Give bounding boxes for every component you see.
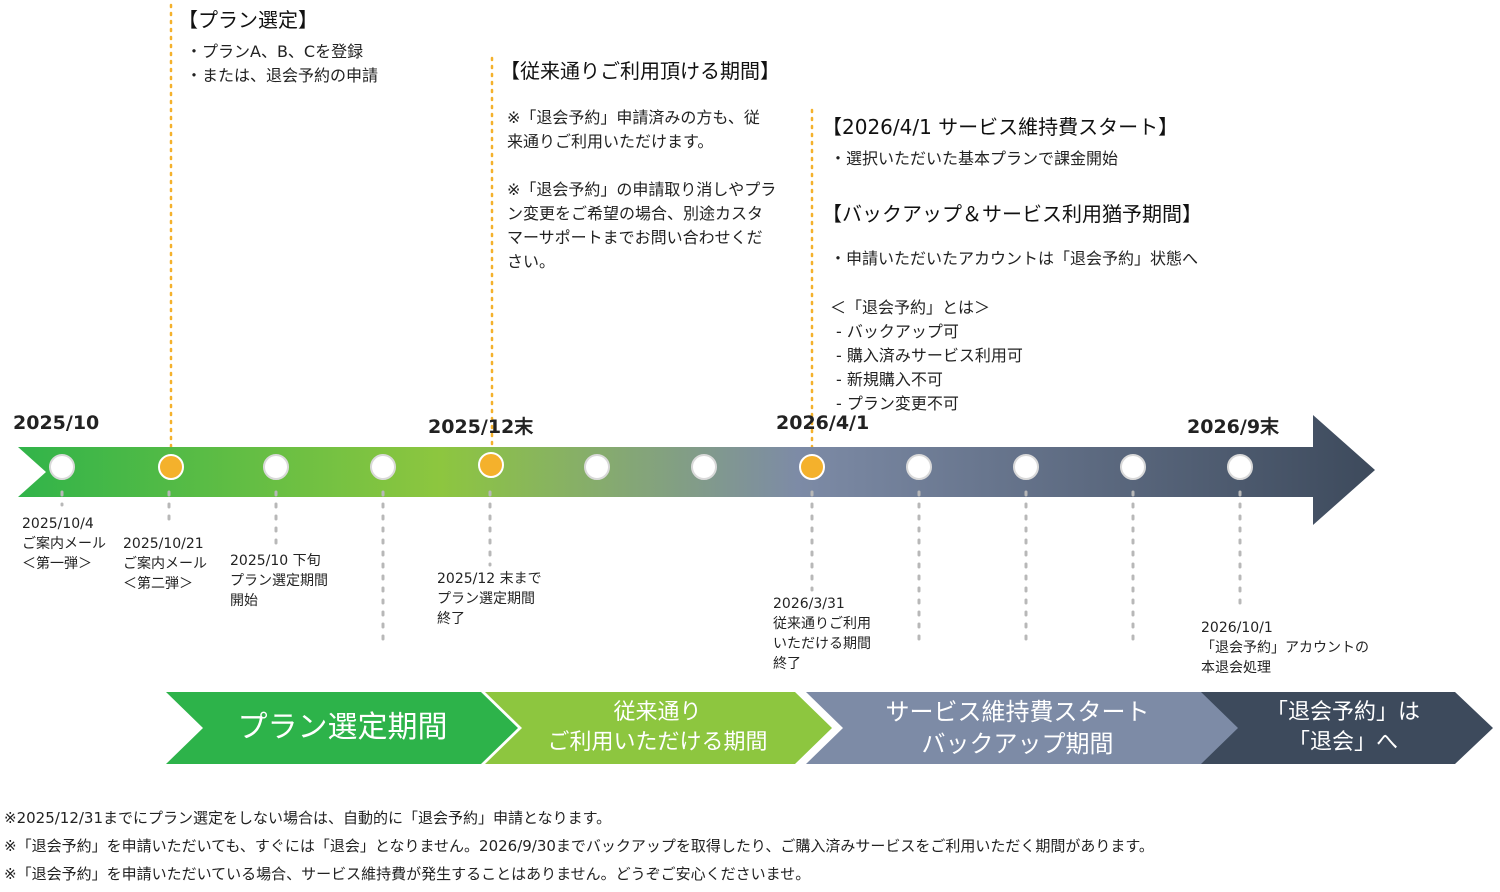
date-label-2025-12-end: 2025/12末 <box>428 416 534 438</box>
date-label-2026-9-end: 2026/9末 <box>1187 416 1280 438</box>
annotation-continue-end: 2026/3/31 従来通りご利用 いただける期間 終了 <box>773 596 871 672</box>
node-3 <box>370 454 396 480</box>
phase-label-maintenance: サービス維持費スタート バックアップ期間 <box>885 698 1150 758</box>
annotation-mail-2: 2025/10/21 ご案内メール ＜第二弾＞ <box>123 536 207 592</box>
annotation-plan-start: 2025/10 下旬 プラン選定期間 開始 <box>230 553 328 609</box>
date-label-2025-10: 2025/10 <box>13 412 100 434</box>
phase-chevron-4 <box>1201 692 1493 764</box>
node-11 <box>1227 454 1253 480</box>
phase-label-continue: 従来通り ご利用いただける期間 <box>547 700 768 755</box>
date-label-2026-4-1: 2026/4/1 <box>776 412 870 434</box>
footnote-3: ※「退会予約」を申請いただいている場合、サービス維持費が発生することはありません… <box>4 865 811 883</box>
node-8 <box>906 454 932 480</box>
node-6 <box>691 454 717 480</box>
definition-item-1: - バックアップ可 <box>836 322 959 341</box>
node-7-highlight <box>799 454 825 480</box>
node-5 <box>584 454 610 480</box>
node-4-highlight <box>478 452 504 478</box>
backup-section-title: 【バックアップ＆サービス利用猶予期間】 <box>822 202 1202 226</box>
definition-title: ＜「退会予約」とは＞ <box>830 298 991 317</box>
continue-note-1: ※「退会予約」申請済みの方も、従 来通りご利用いただけます。 <box>507 108 760 151</box>
plan-line-2: ・または、退会予約の申請 <box>186 66 379 85</box>
continue-section-title: 【従来通りご利用頂ける期間】 <box>500 59 780 83</box>
plan-line-1: ・プランA、B、Cを登録 <box>186 42 364 61</box>
phase-chevron-1 <box>166 692 518 764</box>
backup-line: ・申請いただいたアカウントは「退会予約」状態へ <box>830 249 1199 268</box>
phase-chevron-3 <box>806 692 1241 764</box>
annotation-plan-end: 2025/12 末まで プラン選定期間 終了 <box>437 571 542 627</box>
definition-item-4: - プラン変更不可 <box>836 394 959 413</box>
continue-note-2: ※「退会予約」の申請取り消しやプラ ン変更をご希望の場合、別途カスタ マーサポー… <box>507 180 777 271</box>
phase-label-withdrawal: 「退会予約」は 「退会」へ <box>1265 700 1420 755</box>
node-0 <box>49 454 75 480</box>
footnote-1: ※2025/12/31までにプラン選定をしない場合は、自動的に「退会予約」申請と… <box>4 809 612 827</box>
definition-item-3: - 新規購入不可 <box>836 370 943 389</box>
footnote-2: ※「退会予約」を申請いただいても、すぐには「退会」となりません。2026/9/3… <box>4 837 1154 855</box>
phase-chevron-2 <box>485 692 832 764</box>
definition-item-2: - 購入済みサービス利用可 <box>836 346 1023 365</box>
maintenance-section-title: 【2026/4/1 サービス維持費スタート】 <box>822 115 1179 139</box>
annotation-final-withdrawal: 2026/10/1 「退会予約」アカウントの 本退会処理 <box>1201 620 1369 676</box>
phase-label-plan-selection: プラン選定期間 <box>237 710 448 745</box>
node-10 <box>1120 454 1146 480</box>
node-9 <box>1013 454 1039 480</box>
annotation-mail-1: 2025/10/4 ご案内メール ＜第一弾＞ <box>22 516 106 572</box>
node-2 <box>263 454 289 480</box>
maintenance-line: ・選択いただいた基本プランで課金開始 <box>830 149 1119 168</box>
node-1-highlight <box>158 454 184 480</box>
plan-section-title: 【プラン選定】 <box>178 8 318 32</box>
